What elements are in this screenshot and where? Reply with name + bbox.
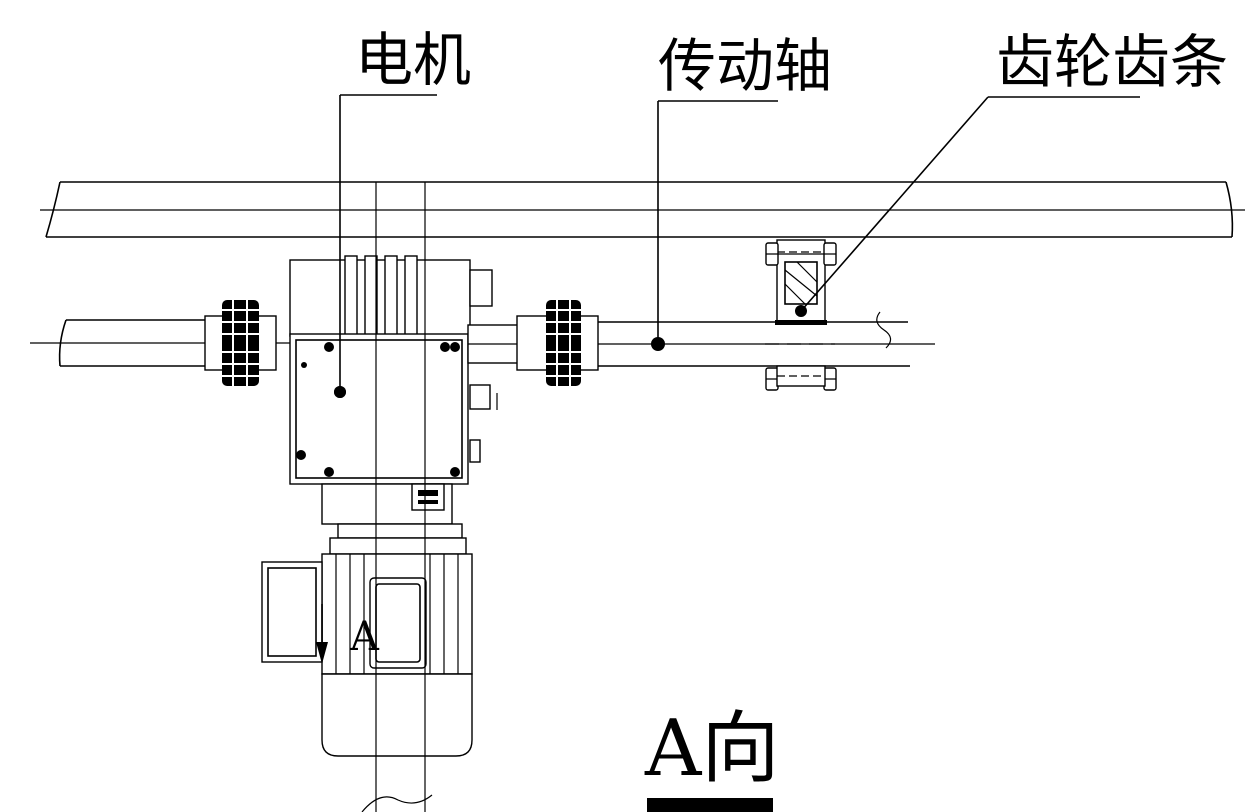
right-coupling xyxy=(516,300,599,386)
rack-pinion xyxy=(765,239,837,391)
view-title: A向 xyxy=(644,704,779,812)
callout-rack-pinion: 齿轮齿条 xyxy=(800,28,1228,312)
drive-shaft-label: 传动轴 xyxy=(658,32,832,100)
view-a-arrow: A xyxy=(316,604,380,664)
motor-label: 电机 xyxy=(355,26,471,94)
left-coupling xyxy=(204,300,277,386)
view-title-text: A向 xyxy=(644,704,779,794)
motor xyxy=(261,523,473,757)
gearbox xyxy=(289,255,519,525)
callout-drive-shaft: 传动轴 xyxy=(651,32,832,351)
rack-pinion-label: 齿轮齿条 xyxy=(996,28,1228,96)
motor-centerlines xyxy=(361,182,433,812)
top-rail xyxy=(40,181,1245,238)
view-arrow-label: A xyxy=(349,614,380,660)
callout-motor: 电机 xyxy=(334,26,471,398)
